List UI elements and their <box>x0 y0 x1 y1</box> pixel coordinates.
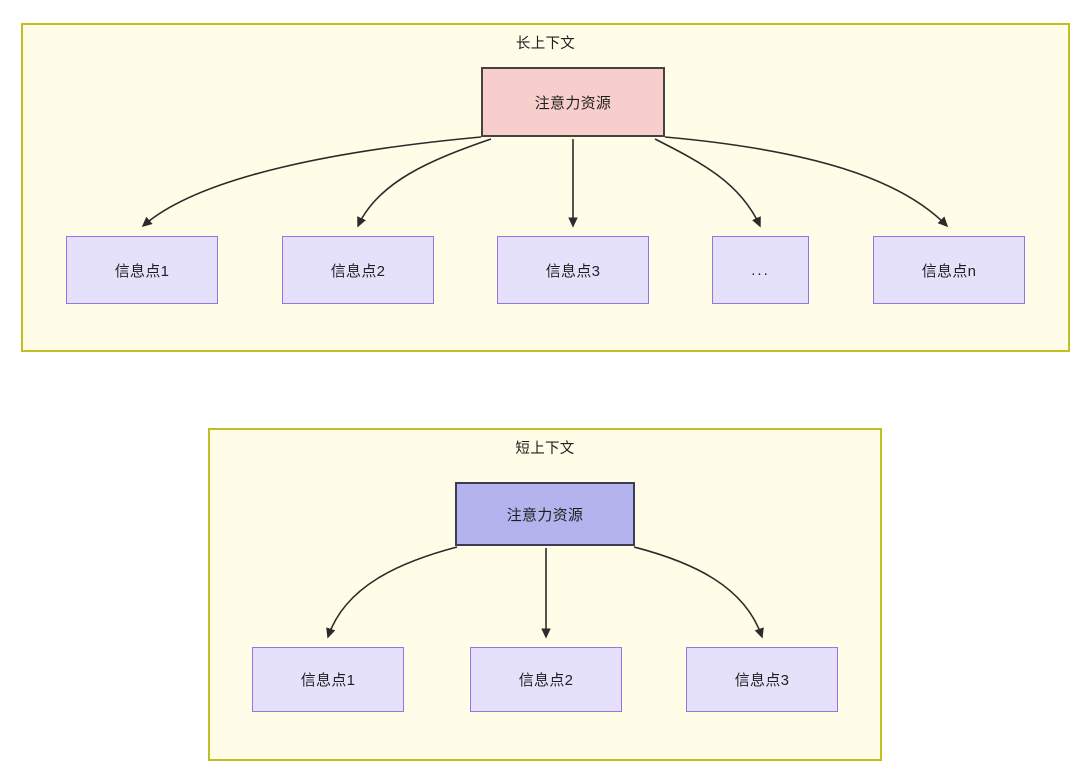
node-label: 信息点3 <box>734 672 790 689</box>
node-info-point-long-n[interactable]: 信息点n <box>873 236 1025 304</box>
node-label: 信息点1 <box>300 672 356 689</box>
group-title-short-context: 短上下文 <box>515 441 575 457</box>
node-label: 注意力资源 <box>534 94 612 112</box>
node-info-point-short-3[interactable]: 信息点3 <box>686 647 838 712</box>
node-label: 信息点1 <box>114 262 170 280</box>
group-title-long-context: 长上下文 <box>515 36 576 52</box>
node-label: 信息点n <box>921 262 977 280</box>
node-attention-resource-short[interactable]: 注意力资源 <box>455 482 635 546</box>
node-attention-resource-long[interactable]: 注意力资源 <box>481 67 665 137</box>
node-info-point-long-3[interactable]: 信息点3 <box>497 236 649 304</box>
node-label: 信息点2 <box>330 262 386 280</box>
node-label: 信息点3 <box>545 262 601 280</box>
node-info-point-long-2[interactable]: 信息点2 <box>282 236 434 304</box>
node-label: 注意力资源 <box>506 506 584 524</box>
node-info-point-long-ellipsis[interactable]: ... <box>712 236 809 304</box>
node-info-point-short-1[interactable]: 信息点1 <box>252 647 404 712</box>
node-label: 信息点2 <box>518 672 574 689</box>
node-label: ... <box>751 261 770 279</box>
node-info-point-long-1[interactable]: 信息点1 <box>66 236 218 304</box>
node-info-point-short-2[interactable]: 信息点2 <box>470 647 622 712</box>
